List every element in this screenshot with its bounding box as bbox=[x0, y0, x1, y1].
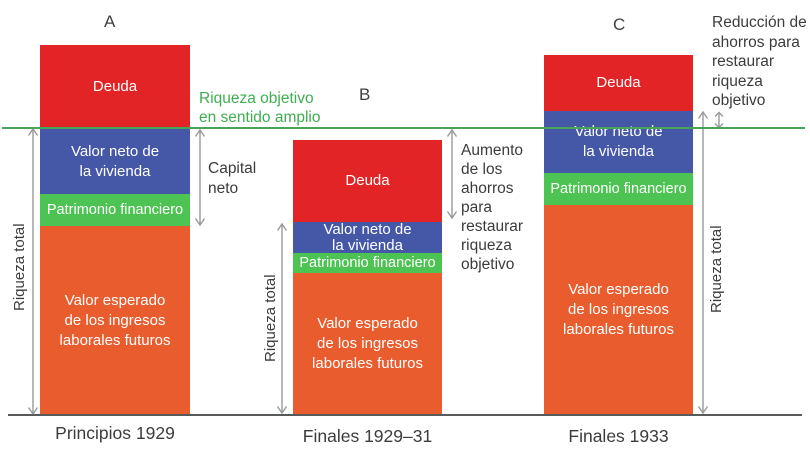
capital-neto-annotation: Capital neto bbox=[208, 160, 257, 197]
bar-c-ingresos-label: Valor esperado de los ingresos laborales… bbox=[563, 281, 674, 338]
bar-a-patrimonio-label: Patrimonio financiero bbox=[46, 202, 184, 218]
bar-a-ingresos-segment: Valor esperado de los ingresos laborales… bbox=[40, 226, 190, 415]
riqueza-objetivo-line bbox=[2, 127, 805, 129]
bar-c-patrimonio-label: Patrimonio financiero bbox=[550, 181, 687, 197]
capital-neto-arrow bbox=[193, 128, 207, 227]
aumento-ahorros-arrow bbox=[445, 128, 459, 220]
bar-a-deuda-segment: Deuda bbox=[40, 45, 190, 129]
bar-b-vivienda-label: Valor neto de la vivienda bbox=[323, 221, 412, 254]
bar-a-vivienda-label: Valor neto de la vivienda bbox=[70, 142, 160, 180]
bar-a-deuda-label: Deuda bbox=[92, 78, 138, 95]
axis-label-finales-1929-31: Finales 1929–31 bbox=[302, 426, 433, 446]
bar-b-ingresos-segment: Valor esperado de los ingresos laborales… bbox=[293, 273, 442, 415]
baseline-axis bbox=[8, 414, 802, 416]
bar-b-vivienda-segment: Valor neto de la vivienda bbox=[293, 222, 442, 253]
bar-b-deuda-label: Deuda bbox=[345, 172, 390, 189]
aumento-ahorros-annotation: Aumento de los ahorros para restaurar ri… bbox=[461, 142, 524, 273]
bar-b: Deuda Valor neto de la vivienda Patrimon… bbox=[293, 140, 442, 415]
bar-c-patrimonio-segment: Patrimonio financiero bbox=[544, 173, 693, 205]
bar-c: Deuda Valor neto de la vivienda Patrimon… bbox=[544, 55, 693, 415]
bar-b-letter: B bbox=[359, 85, 371, 104]
axis-label-principios-1929: Principios 1929 bbox=[55, 423, 175, 443]
riqueza-total-arrow-a bbox=[26, 127, 40, 416]
riqueza-total-arrow-c bbox=[696, 110, 710, 415]
bar-a-vivienda-segment: Valor neto de la vivienda bbox=[40, 129, 190, 194]
bar-c-ingresos-segment: Valor esperado de los ingresos laborales… bbox=[544, 205, 693, 415]
reduccion-ahorros-annotation: Reducción de ahorros para restaurar riqu… bbox=[712, 14, 807, 109]
bar-a: Deuda Valor neto de la vivienda Patrimon… bbox=[40, 45, 190, 415]
riqueza-objetivo-annotation: Riqueza objetivo en sentido amplio bbox=[199, 90, 321, 126]
bar-b-patrimonio-segment: Patrimonio financiero bbox=[293, 253, 442, 273]
bar-b-ingresos-label: Valor esperado de los ingresos laborales… bbox=[312, 315, 423, 372]
riqueza-total-label-c: Riqueza total bbox=[708, 225, 725, 313]
bar-c-letter: C bbox=[613, 15, 626, 34]
riqueza-total-arrow-b bbox=[275, 222, 289, 415]
bar-b-deuda-segment: Deuda bbox=[293, 140, 442, 222]
bar-b-patrimonio-label: Patrimonio financiero bbox=[299, 255, 436, 271]
bar-a-ingresos-label: Valor esperado de los ingresos laborales… bbox=[59, 291, 171, 349]
bar-c-deuda-segment: Deuda bbox=[544, 55, 693, 111]
bar-c-deuda-label: Deuda bbox=[596, 74, 641, 91]
bar-c-vivienda-segment: Valor neto de la vivienda bbox=[544, 111, 693, 173]
bar-a-patrimonio-segment: Patrimonio financiero bbox=[40, 194, 190, 226]
axis-label-finales-1933: Finales 1933 bbox=[568, 426, 669, 446]
bar-a-letter: A bbox=[104, 12, 116, 31]
